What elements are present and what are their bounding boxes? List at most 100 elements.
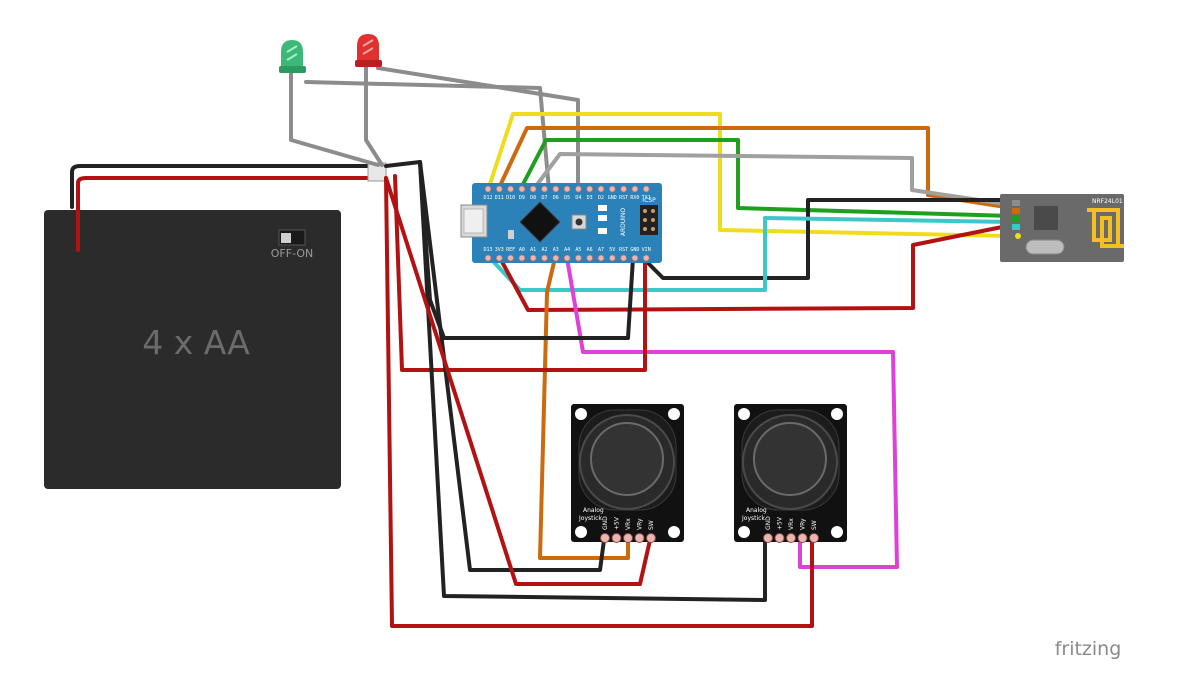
- radio-chip: [1034, 206, 1058, 230]
- arduino-pin[interactable]: [507, 254, 515, 262]
- arduino-name: ARDUINO: [620, 208, 627, 237]
- wire-red-joystick2: [384, 176, 814, 628]
- arduino-pin[interactable]: [586, 185, 594, 193]
- arduino-pin[interactable]: [495, 254, 503, 262]
- joystick-knob[interactable]: [753, 422, 827, 496]
- joystick-pin[interactable]: [646, 533, 656, 543]
- joystick-label-line2: Joystick: [578, 515, 602, 522]
- arduino-pin[interactable]: [518, 185, 526, 193]
- arduino-pin[interactable]: [642, 254, 650, 262]
- mount-hole: [738, 408, 750, 420]
- arduino-pin[interactable]: [597, 185, 605, 193]
- wire-black-joystick1: [384, 160, 606, 572]
- joystick-pin-label: VRx: [788, 518, 795, 530]
- mount-hole: [831, 408, 843, 420]
- wire-gray-led-green: [289, 70, 380, 167]
- battery-label: 4 x AA: [142, 323, 250, 362]
- arduino-pin[interactable]: [507, 185, 515, 193]
- arduino-pin[interactable]: [620, 254, 627, 262]
- arduino-pin[interactable]: [586, 254, 594, 262]
- battery-body: [44, 210, 341, 489]
- icsp-label: ICSP: [642, 197, 656, 204]
- wire-yellow: [486, 112, 1012, 238]
- wire-red-radio-vcc: [498, 223, 1014, 312]
- arduino-pin[interactable]: [495, 185, 503, 193]
- power-switch[interactable]: [278, 229, 306, 246]
- wire-gray-led-red-signal: [376, 66, 580, 192]
- arduino-pin-label: D9: [519, 195, 525, 201]
- wire-black-arduino-gnd: [442, 256, 635, 340]
- wire-gray-led-red: [364, 64, 384, 167]
- wire-black-bus: [418, 160, 446, 340]
- joystick-knob[interactable]: [590, 422, 664, 496]
- joystick-pin[interactable]: [611, 533, 622, 543]
- battery-leads: [70, 162, 387, 252]
- wire-red-joystick1: [384, 176, 652, 586]
- joystick-pin[interactable]: [774, 533, 785, 543]
- arduino-pin[interactable]: [563, 254, 571, 262]
- fritzing-watermark: fritzing: [1055, 638, 1122, 660]
- joystick-pin[interactable]: [600, 533, 610, 543]
- joystick-pin[interactable]: [809, 533, 819, 543]
- arduino-pin-label: RX0: [630, 195, 639, 201]
- arduino-pin[interactable]: [608, 185, 616, 193]
- mount-hole: [575, 408, 587, 420]
- wires: [289, 64, 1014, 628]
- arduino-pin-label: D12: [483, 195, 492, 201]
- wire-black-radio-gnd: [641, 198, 1014, 280]
- joystick-pin[interactable]: [797, 533, 808, 543]
- arduino-pin-label: GND: [630, 247, 639, 253]
- arduino-pin[interactable]: [484, 254, 492, 262]
- radio-antenna: [1087, 208, 1124, 248]
- joystick-pin-label: SW: [648, 520, 655, 530]
- arduino-pin-label: D11: [495, 195, 504, 201]
- arduino-pin[interactable]: [642, 185, 650, 193]
- joystick-label-line1: Analog: [583, 507, 604, 514]
- nrf24l01-module: NRF24L01: [1000, 194, 1124, 262]
- joystick-pin-label: GND: [602, 516, 609, 530]
- arduino-pin[interactable]: [552, 185, 560, 193]
- icsp-header: [640, 205, 658, 235]
- arduino-pin[interactable]: [552, 254, 560, 262]
- joystick-pin-label: VRx: [625, 518, 632, 530]
- joystick-pin-label: VRy: [637, 518, 644, 530]
- arduino-pin-label: 5V: [609, 247, 615, 253]
- arduino-pin[interactable]: [631, 185, 639, 193]
- joystick-pin[interactable]: [634, 533, 645, 543]
- joystick-pin[interactable]: [763, 533, 773, 543]
- arduino-pin[interactable]: [541, 254, 548, 262]
- arduino-pin[interactable]: [529, 254, 537, 262]
- arduino-pin-label: D2: [598, 195, 604, 201]
- arduino-pin[interactable]: [529, 185, 537, 193]
- arduino-pin-label: A3: [553, 247, 559, 253]
- wire-gray-top: [531, 152, 1014, 207]
- wire-black-joystick2: [418, 160, 767, 602]
- arduino-pin[interactable]: [620, 185, 627, 193]
- arduino-pin[interactable]: [541, 185, 548, 193]
- mount-hole: [831, 526, 843, 538]
- arduino-pin[interactable]: [563, 185, 571, 193]
- arduino-pin[interactable]: [608, 254, 616, 262]
- arduino-pin-label: A5: [575, 247, 581, 253]
- arduino-pin-label: 3V3: [495, 247, 504, 253]
- arduino-pin[interactable]: [631, 254, 639, 262]
- arduino-pin[interactable]: [575, 185, 582, 193]
- arduino-pin[interactable]: [484, 185, 492, 193]
- joystick-pin[interactable]: [786, 533, 796, 543]
- joystick-pin[interactable]: [623, 533, 633, 543]
- arduino-pin-label: A1: [530, 247, 536, 253]
- arduino-pin-label: D8: [530, 195, 536, 201]
- arduino-pin-label: D4: [575, 195, 581, 201]
- arduino-pin[interactable]: [518, 254, 526, 262]
- arduino-pin[interactable]: [597, 254, 605, 262]
- arduino-board: [472, 183, 662, 263]
- arduino-pin[interactable]: [575, 254, 582, 262]
- arduino-pin-label: D3: [587, 195, 593, 201]
- mount-hole: [668, 526, 680, 538]
- wire-green: [518, 138, 1014, 218]
- battery-red-lead: [76, 176, 374, 252]
- arduino-pin-label: A4: [564, 247, 570, 253]
